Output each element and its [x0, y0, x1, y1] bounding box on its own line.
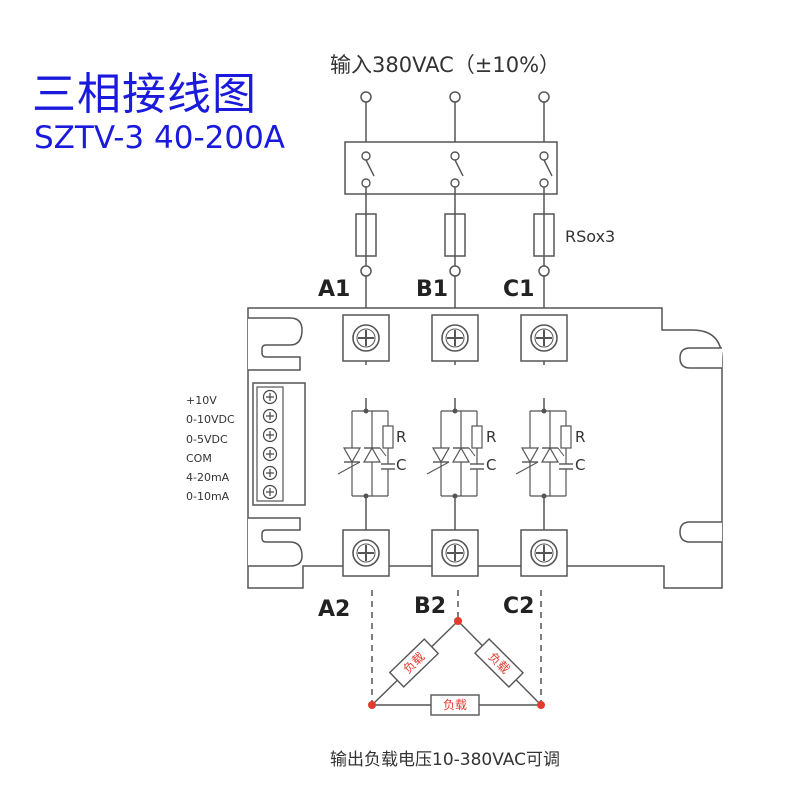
phase-label-a2: A2	[318, 597, 350, 622]
phase-label-c2: C2	[503, 594, 534, 619]
terminal-b2	[431, 529, 479, 577]
breaker-switch	[344, 141, 558, 195]
c-label-b: C	[486, 456, 496, 474]
control-label-0-5vdc: 0-5VDC	[186, 433, 228, 446]
load-triangle	[371, 620, 542, 706]
r-label-a: R	[396, 428, 406, 446]
control-label-com: COM	[186, 452, 212, 465]
model-number: SZTV-3 40-200A	[34, 120, 286, 156]
control-label-10v: +10V	[186, 394, 217, 407]
load-left: 负载	[388, 638, 440, 688]
r-label-b: R	[486, 428, 496, 446]
control-connector	[252, 382, 306, 506]
control-label-0-10vdc: 0-10VDC	[186, 413, 235, 426]
load-right: 负载	[473, 637, 525, 689]
terminal-b1	[431, 314, 479, 362]
phase-label-c1: C1	[503, 277, 534, 302]
input-lines	[360, 91, 550, 152]
phase-label-a1: A1	[318, 277, 350, 302]
svg-text:负载: 负载	[443, 698, 467, 712]
load-bottom: 负载	[430, 694, 480, 716]
terminal-a1	[342, 314, 390, 362]
control-label-0-10ma: 0-10mA	[186, 490, 230, 503]
mounting-slots	[248, 317, 722, 567]
r-label-c: R	[575, 428, 585, 446]
module-outline	[247, 307, 723, 589]
c-label-c: C	[575, 456, 585, 474]
terminal-c1	[520, 314, 568, 362]
input-label: 输入380VAC（±10%）	[330, 53, 560, 77]
junction-dots	[368, 617, 545, 709]
diagram-title: 三相接线图	[32, 69, 257, 120]
phase-label-b1: B1	[416, 277, 448, 302]
terminal-a2	[342, 529, 390, 577]
output-label: 输出负载电压10-380VAC可调	[330, 750, 560, 770]
terminal-c2	[520, 529, 568, 577]
control-label-4-20ma: 4-20mA	[186, 471, 230, 484]
phase-label-b2: B2	[414, 594, 446, 619]
fuse-label: RSox3	[565, 227, 615, 246]
c-label-a: C	[396, 456, 406, 474]
output-wires	[371, 590, 542, 705]
fuses	[355, 213, 555, 257]
